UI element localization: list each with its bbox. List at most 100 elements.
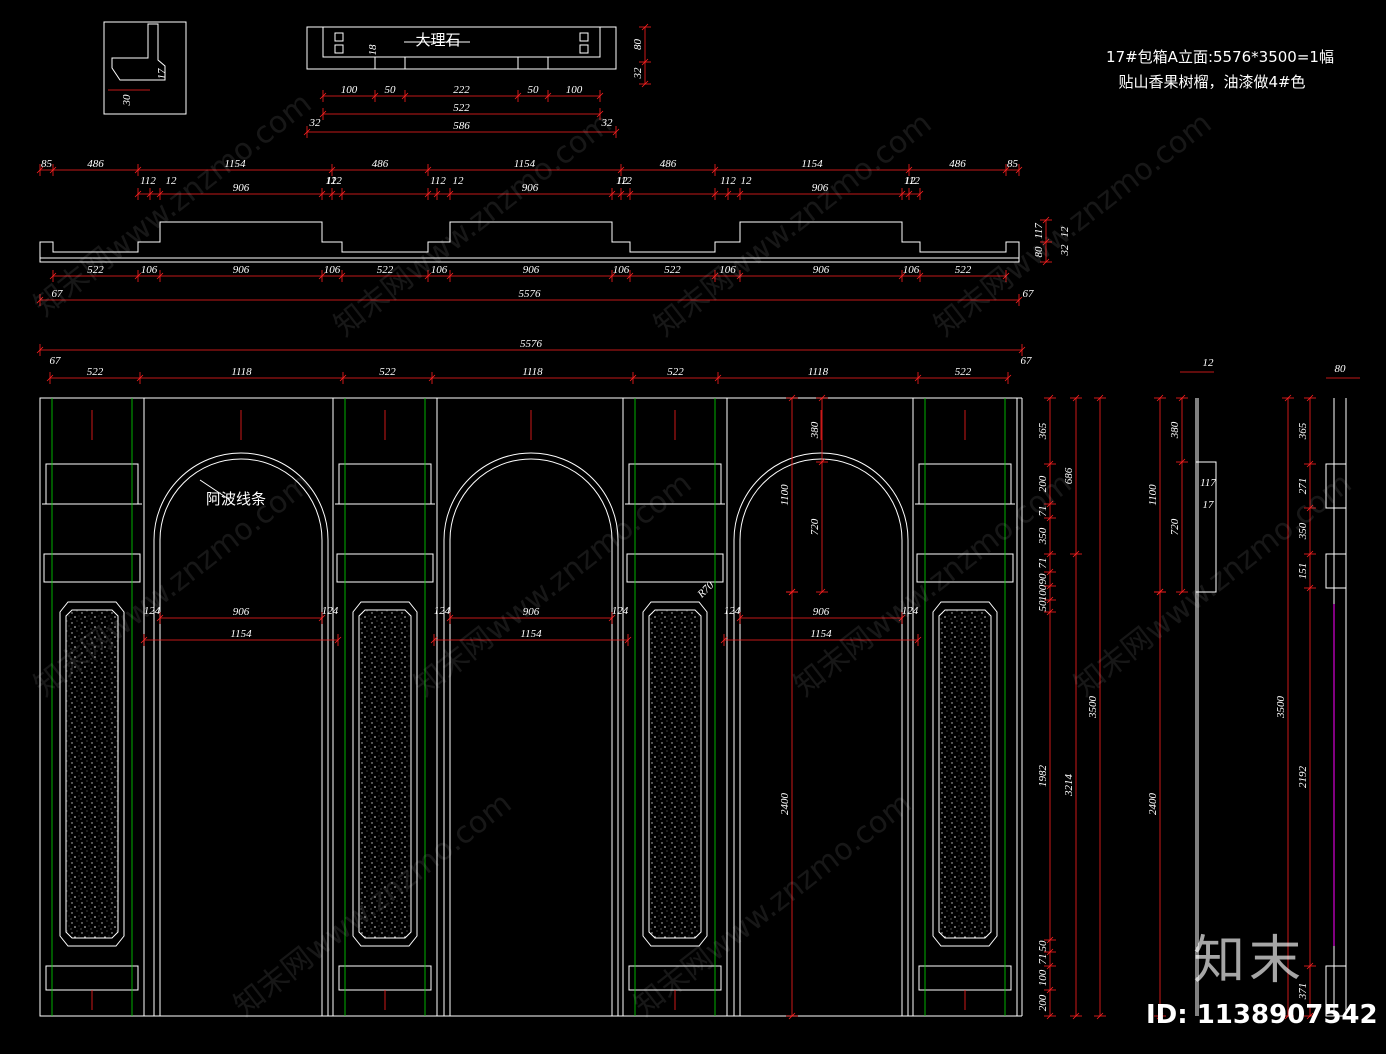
elevation-dim: 522 xyxy=(667,366,684,378)
dimension-tick xyxy=(156,190,164,198)
pier-3 xyxy=(622,397,728,1017)
plan-dim: 106 xyxy=(719,264,736,276)
plan-dim: 522 xyxy=(87,264,104,276)
elevation-right-dim: 71 xyxy=(1037,954,1049,965)
elevation-right-dim: 100 xyxy=(1037,584,1049,601)
watermark-logo: 知末 xyxy=(1193,931,1306,991)
dimension-tick xyxy=(318,272,326,280)
plan-dim: 12 xyxy=(617,175,629,187)
dimension-tick xyxy=(629,374,637,382)
arch-trim-1 xyxy=(153,452,329,1016)
dimension-tick xyxy=(1178,588,1186,596)
plan-dim: 106 xyxy=(613,264,630,276)
side-b-dim: 80 xyxy=(1335,363,1347,375)
dimension-tick xyxy=(905,166,913,174)
pier-4 xyxy=(912,397,1018,1017)
dimension-tick xyxy=(134,190,142,198)
pier-capital-upper xyxy=(45,463,139,505)
side-b-dim: 365 xyxy=(1297,422,1309,440)
dimension-tick xyxy=(134,166,142,174)
title-note-line2: 贴山香果树榴，油漆做4#色 xyxy=(1118,73,1305,91)
elevation-dim: 522 xyxy=(87,366,104,378)
dimension-tick xyxy=(433,190,441,198)
dimension-tick xyxy=(711,272,719,280)
section-dim: 586 xyxy=(453,120,470,132)
dimension-tick xyxy=(424,190,432,198)
plan-dim: 112 xyxy=(720,175,736,187)
dimension-tick xyxy=(1015,166,1023,174)
callout-arch-trim: 阿波线条 xyxy=(206,490,266,508)
plan-dim: 522 xyxy=(664,264,681,276)
dimension-tick xyxy=(319,110,327,118)
dimension-tick xyxy=(788,1012,796,1020)
dimension-tick xyxy=(788,588,796,596)
plan-dim: 906 xyxy=(812,182,829,194)
side-b-molding xyxy=(1325,965,1347,1017)
side-a-head xyxy=(1195,461,1217,593)
title-note-line1: 17#包箱A立面:5576*3500=1幅 xyxy=(1106,48,1334,66)
dimension-tick xyxy=(334,636,342,644)
corner-detail-profile xyxy=(111,23,166,81)
section-block xyxy=(334,32,344,42)
dimension-tick xyxy=(328,166,336,174)
elevation-dim: 1118 xyxy=(522,366,543,378)
corner-detail-dim: 17 xyxy=(156,68,168,80)
dimension-tick xyxy=(596,110,604,118)
dimension-tick xyxy=(736,272,744,280)
dimension-tick xyxy=(36,166,44,174)
plan-dim: 106 xyxy=(141,264,158,276)
side-b-molding xyxy=(1325,553,1347,589)
plan-dim: 12 xyxy=(453,175,465,187)
dimension-tick xyxy=(1046,1012,1054,1020)
elevation-dim: 522 xyxy=(955,366,972,378)
elevation-dim: 1118 xyxy=(808,366,829,378)
side-a-dim: 1100 xyxy=(1147,484,1159,506)
side-a-dim: 720 xyxy=(1169,518,1181,535)
plan-dim: 906 xyxy=(813,264,830,276)
dimension-tick xyxy=(711,166,719,174)
dimension-tick xyxy=(428,374,436,382)
pier-base xyxy=(628,965,722,991)
dimension-tick xyxy=(1046,500,1054,508)
dimension-tick xyxy=(608,614,616,622)
side-b-dim: 2192 xyxy=(1297,766,1309,789)
section-dim: 100 xyxy=(566,84,583,96)
dimension-tick xyxy=(1046,936,1054,944)
pier-panel-frame xyxy=(932,601,998,947)
dimension-tick xyxy=(626,272,634,280)
plan-dim: 112 xyxy=(616,175,632,187)
dimension-tick xyxy=(1002,166,1010,174)
dimension-tick xyxy=(1156,588,1164,596)
side-b-dim: 271 xyxy=(1297,478,1309,495)
section-block xyxy=(334,44,344,54)
plan-dim: 906 xyxy=(233,182,250,194)
arch-dim: 1154 xyxy=(230,628,252,640)
plan-dim: 12 xyxy=(1059,226,1071,238)
dimension-tick xyxy=(724,190,732,198)
section-block xyxy=(579,44,589,54)
dimension-tick xyxy=(1072,1012,1080,1020)
dimension-tick xyxy=(49,272,57,280)
plan-dim: 112 xyxy=(140,175,156,187)
dimension-tick xyxy=(641,80,649,88)
elevation-vertical-dim: 720 xyxy=(809,518,821,535)
section-block xyxy=(579,32,589,42)
elevation-right-dim: 90 xyxy=(1037,573,1049,585)
pier-panel-granite xyxy=(938,609,992,939)
plan-dim: 522 xyxy=(955,264,972,276)
dimension-tick xyxy=(36,296,44,304)
dimension-tick xyxy=(319,92,327,100)
pier-capital-lower xyxy=(43,553,141,583)
plan-dim: 85 xyxy=(1007,158,1019,170)
dimension-tick xyxy=(1046,460,1054,468)
pier-1 xyxy=(39,397,145,1017)
dimension-tick xyxy=(318,614,326,622)
arch-dim: 1154 xyxy=(520,628,542,640)
elevation-right-dim: 71 xyxy=(1037,558,1049,569)
side-b-dim: 151 xyxy=(1297,563,1309,580)
elevation-right-dim: 200 xyxy=(1037,994,1049,1011)
plan-dim: 112 xyxy=(326,175,342,187)
dimension-tick xyxy=(46,374,54,382)
plan-dim: 486 xyxy=(372,158,389,170)
